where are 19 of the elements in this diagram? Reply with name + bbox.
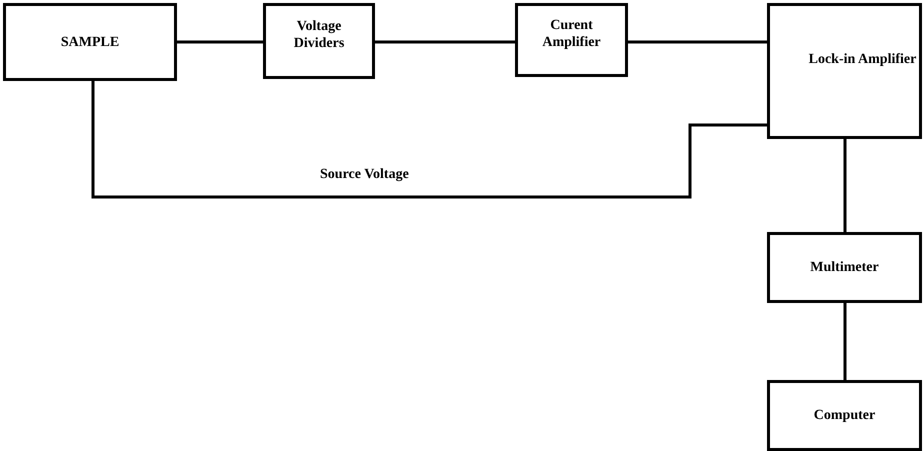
process-box bbox=[767, 380, 922, 451]
connector-line bbox=[177, 40, 263, 44]
connector-line bbox=[375, 40, 515, 44]
process-box bbox=[767, 232, 922, 303]
connector-line bbox=[92, 81, 767, 198]
edge-label: Source Voltage bbox=[318, 167, 411, 183]
connector-line bbox=[844, 303, 846, 380]
connector-line bbox=[844, 139, 846, 232]
box-label: Curent Amplifier bbox=[541, 17, 602, 51]
box-label: Lock-in Amplifier bbox=[808, 50, 918, 68]
process-box bbox=[3, 3, 177, 81]
process-box bbox=[515, 3, 628, 77]
box-label: SAMPLE bbox=[60, 34, 120, 50]
connector-line bbox=[628, 40, 767, 44]
box-label: Voltage Dividers bbox=[292, 18, 346, 52]
process-box bbox=[263, 3, 375, 79]
process-box bbox=[767, 3, 922, 139]
box-label: Computer bbox=[812, 407, 876, 424]
box-label: Multimeter bbox=[809, 259, 880, 276]
